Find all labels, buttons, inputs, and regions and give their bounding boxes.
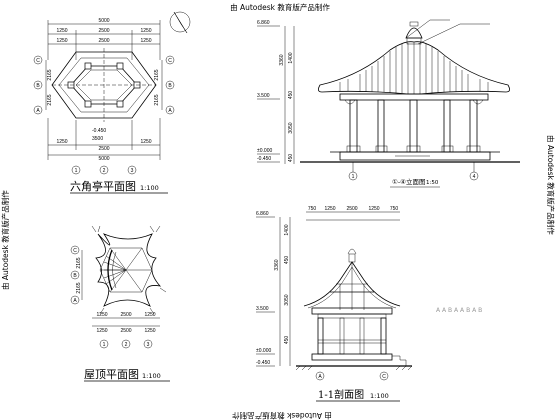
roof-dim-bottom-5: 2500	[120, 328, 131, 334]
roof-dim-bottom-1: 1250	[96, 312, 107, 318]
roof-axis-c: C	[73, 248, 77, 254]
sec-dim-left-2: 1400	[284, 224, 290, 235]
sec-level-top: 6.860	[256, 211, 269, 217]
roof-plan: C B A 2165 2165 1250 2500 1250 1250 2500…	[70, 225, 170, 382]
faint-note: A A B A A B A B	[436, 307, 482, 314]
sec-dim-left-3: 450	[284, 256, 290, 265]
axis-label-a-right: A	[168, 108, 172, 114]
axis-label-b: B	[36, 83, 40, 89]
plan-dim-right-2: 2165	[154, 94, 160, 105]
elev-dim-4: 3050	[288, 122, 294, 133]
roof-axis-2: 2	[125, 342, 128, 348]
axis-label-c-right: C	[168, 58, 172, 64]
roof-plan-title: 屋顶平面图	[84, 368, 139, 381]
sec-axis-c: C	[382, 374, 386, 380]
watermark-bottom: 由 Autodesk 教育版产品制作	[232, 411, 332, 420]
elev-level-ground: -0.450	[257, 156, 271, 162]
plan-scale: 1:100	[140, 184, 159, 192]
section-title: 1-1剖面图	[318, 388, 364, 401]
axis-label-a: A	[36, 108, 40, 114]
sec-level-eave: 3.500	[256, 306, 269, 312]
roof-axis-1: 1	[103, 342, 106, 348]
elevation-scale: 1:50	[426, 180, 439, 186]
sec-axis-a: A	[318, 374, 322, 380]
plan-level: -0.450	[92, 128, 106, 134]
plan-dim-top-1: 1250	[56, 28, 67, 34]
elev-level-eave: 3.500	[257, 93, 270, 99]
elev-dim-1: 3360	[279, 54, 285, 65]
section-drawing: 6.860 3.500 ±0.000 -0.450 3360 1400 450 …	[256, 206, 413, 402]
sec-dim-left-1: 3360	[274, 259, 280, 270]
north-arrow-icon	[169, 11, 191, 34]
elevation-title: ①-④立面图	[392, 177, 426, 186]
roof-dim-bottom-4: 1250	[96, 328, 107, 334]
sec-dim-top-4: 1250	[368, 206, 379, 212]
elev-axis-1: 1	[352, 174, 355, 180]
roof-dim-bottom-6: 1250	[144, 328, 155, 334]
axis-label-2: 2	[103, 168, 106, 174]
plan-dim-left-2: 2165	[47, 94, 53, 105]
roof-dim-left-1: 2165	[76, 257, 82, 268]
axis-label-c: C	[36, 58, 40, 64]
plan-dim-bottom-total: 5000	[98, 156, 109, 162]
plan-title: 六角亭平面图	[70, 179, 136, 193]
elev-level-zero: ±0.000	[257, 148, 272, 154]
axis-label-3: 3	[131, 168, 134, 174]
sec-dim-top-2: 1250	[324, 206, 335, 212]
plan-dim-top-3: 1250	[140, 28, 151, 34]
plan-dim-bottom-3: 1250	[140, 139, 151, 145]
plan-dim-bottom-1: 1250	[56, 139, 67, 145]
plan-dim-bottom-2: 2500	[98, 146, 109, 152]
plan-dim-left-1: 2165	[47, 69, 53, 80]
roof-dim-bottom-2: 2500	[120, 312, 131, 318]
elev-level-top: 6.860	[257, 20, 270, 26]
hexagon-plan: 5000 1250 2500 1250 1250 2500 1250 C B A…	[33, 18, 175, 194]
watermark-left: 由 Autodesk 教育版产品制作	[0, 190, 10, 290]
axis-label-1: 1	[75, 168, 78, 174]
roof-axis-b: B	[73, 273, 77, 279]
roof-dim-left-2: 2165	[76, 282, 82, 293]
plan-dim-top-2: 2500	[98, 28, 109, 34]
watermark-top: 由 Autodesk 教育版产品制作	[230, 2, 330, 12]
elev-axis-4: 4	[473, 174, 476, 180]
elev-dim-3: 450	[288, 91, 294, 100]
roof-dim-bottom-3: 1250	[144, 312, 155, 318]
axis-label-b-right: B	[168, 83, 172, 89]
plan-dim-inner-1: 3500	[92, 136, 103, 142]
plan-dim-top-5: 2500	[98, 38, 109, 44]
elev-dim-2: 1400	[288, 52, 294, 63]
plan-dim-top-total: 5000	[98, 18, 109, 24]
roof-axis-a: A	[73, 298, 77, 304]
watermark-right: 由 Autodesk 教育版产品制作	[546, 135, 556, 235]
roof-plan-scale: 1:100	[142, 372, 161, 380]
sec-dim-top-3: 2500	[346, 206, 357, 212]
plan-dim-top-6: 1250	[140, 38, 151, 44]
sec-dim-left-5: 450	[284, 336, 290, 345]
section-scale: 1:100	[370, 392, 389, 400]
elev-dim-5: 450	[288, 154, 294, 163]
plan-dim-top-4: 1250	[56, 38, 67, 44]
sec-dim-left-4: 3050	[284, 294, 290, 305]
sec-dim-top-5: 750	[390, 206, 399, 212]
plan-dim-right-1: 2165	[154, 69, 160, 80]
sec-level-zero: ±0.000	[256, 348, 271, 354]
sec-dim-top-1: 750	[308, 206, 317, 212]
sec-level-ground: -0.450	[256, 360, 270, 366]
elevation-drawing: 6.860 3.500 ±0.000 -0.450 3360 1400 450 …	[257, 19, 520, 188]
roof-axis-3: 3	[147, 342, 150, 348]
